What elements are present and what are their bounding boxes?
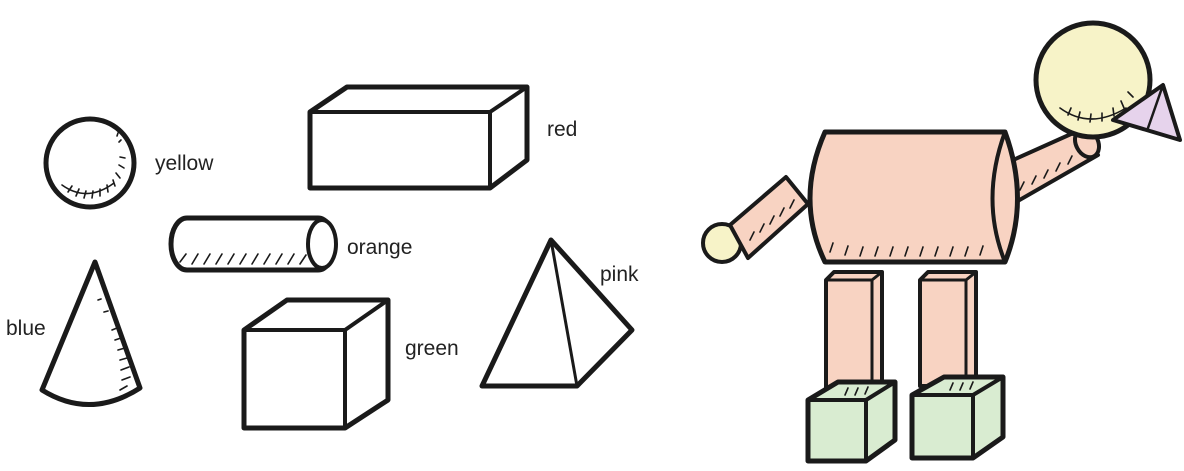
label-pink: pink	[600, 263, 639, 286]
red-box	[310, 87, 527, 188]
pink-pyramid	[482, 240, 632, 386]
shape-creature	[703, 23, 1180, 461]
front-foot	[912, 377, 1003, 458]
blue-cone	[42, 262, 140, 405]
label-green: green	[405, 337, 459, 360]
label-yellow: yellow	[155, 152, 214, 175]
label-blue: blue	[6, 317, 46, 340]
yellow-sphere	[46, 119, 134, 207]
orange-cylinder	[171, 218, 336, 270]
front-leg	[920, 272, 976, 386]
label-orange: orange	[347, 236, 412, 259]
body-cylinder	[810, 132, 1018, 262]
tail-cylinder	[730, 177, 808, 258]
label-red: red	[547, 118, 577, 141]
back-foot	[808, 382, 895, 461]
green-box	[244, 300, 388, 428]
back-leg	[826, 272, 882, 393]
